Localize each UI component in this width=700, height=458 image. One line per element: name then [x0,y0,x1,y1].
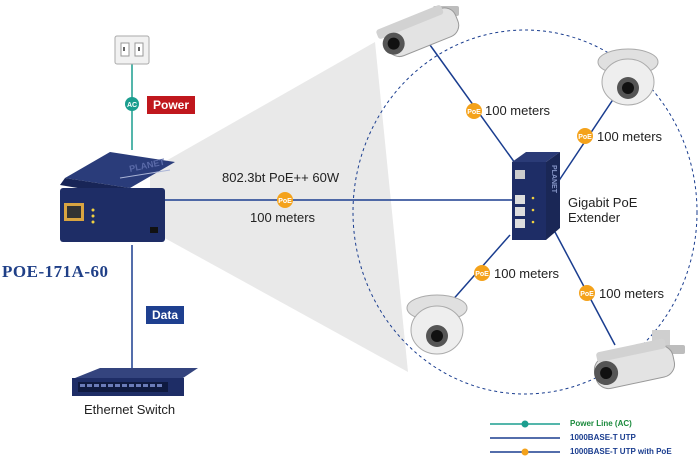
ac-marker-label: AC [127,102,137,109]
coverage-ellipse [352,29,698,395]
cam-bottom-left-distance-label: 100 meters [494,266,560,281]
dome-camera-bottom-left-icon [406,294,468,355]
poe-marker-cam-top-left [466,103,482,119]
legend-label-utp: 1000BASE-T UTP [570,433,636,442]
switch-label: Ethernet Switch [84,402,176,417]
poe-marker-cam-top-left-label: PoE [467,109,481,116]
extender-brand-label: PLANET [550,165,557,194]
cam-top-right-distance-label: 100 meters [597,129,663,144]
legend-label-power: Power Line (AC) [570,419,632,428]
poe-marker-injector [277,192,293,208]
poe-marker-cam-top-right [577,128,593,144]
poe-marker-injector-label: PoE [278,198,292,205]
poe-marker-cam-bottom-right-label: PoE [580,291,594,298]
device-model-label: POE-171A-60 [2,262,109,281]
ac-marker [125,97,139,111]
extender-label-line1: Gigabit PoE [568,195,638,210]
cam-bottom-right-distance-label: 100 meters [599,286,665,301]
injector-distance-label: 100 meters [250,210,316,225]
poe-extender-device [512,152,560,240]
data-badge: Data [146,306,185,324]
legend-swatch-power-dot [521,420,529,428]
poe-marker-cam-bottom-left [474,265,490,281]
poe-marker-cam-top-right-label: PoE [578,134,592,141]
cam-top-left-distance-label: 100 meters [485,103,551,118]
injector-standard-label: 802.3bt PoE++ 60W [222,170,340,185]
poe-marker-cam-bottom-left-label: PoE [475,271,489,278]
extender-label-line2: Extender [568,210,621,225]
power-badge: Power [147,96,196,114]
legend-label-utp-poe: 1000BASE-T UTP with PoE [570,447,672,456]
legend [490,420,560,456]
bullet-camera-bottom-right-icon [593,330,685,390]
projection-cone [150,42,408,372]
poe-marker-cam-bottom-right [579,285,595,301]
wall-outlet-icon [114,35,150,65]
poe-injector-device [60,152,175,242]
legend-swatch-utp-poe-dot [521,448,529,456]
bullet-camera-top-left-icon [376,5,460,58]
dome-camera-top-right-icon [597,48,659,106]
ethernet-switch-device [72,368,198,396]
